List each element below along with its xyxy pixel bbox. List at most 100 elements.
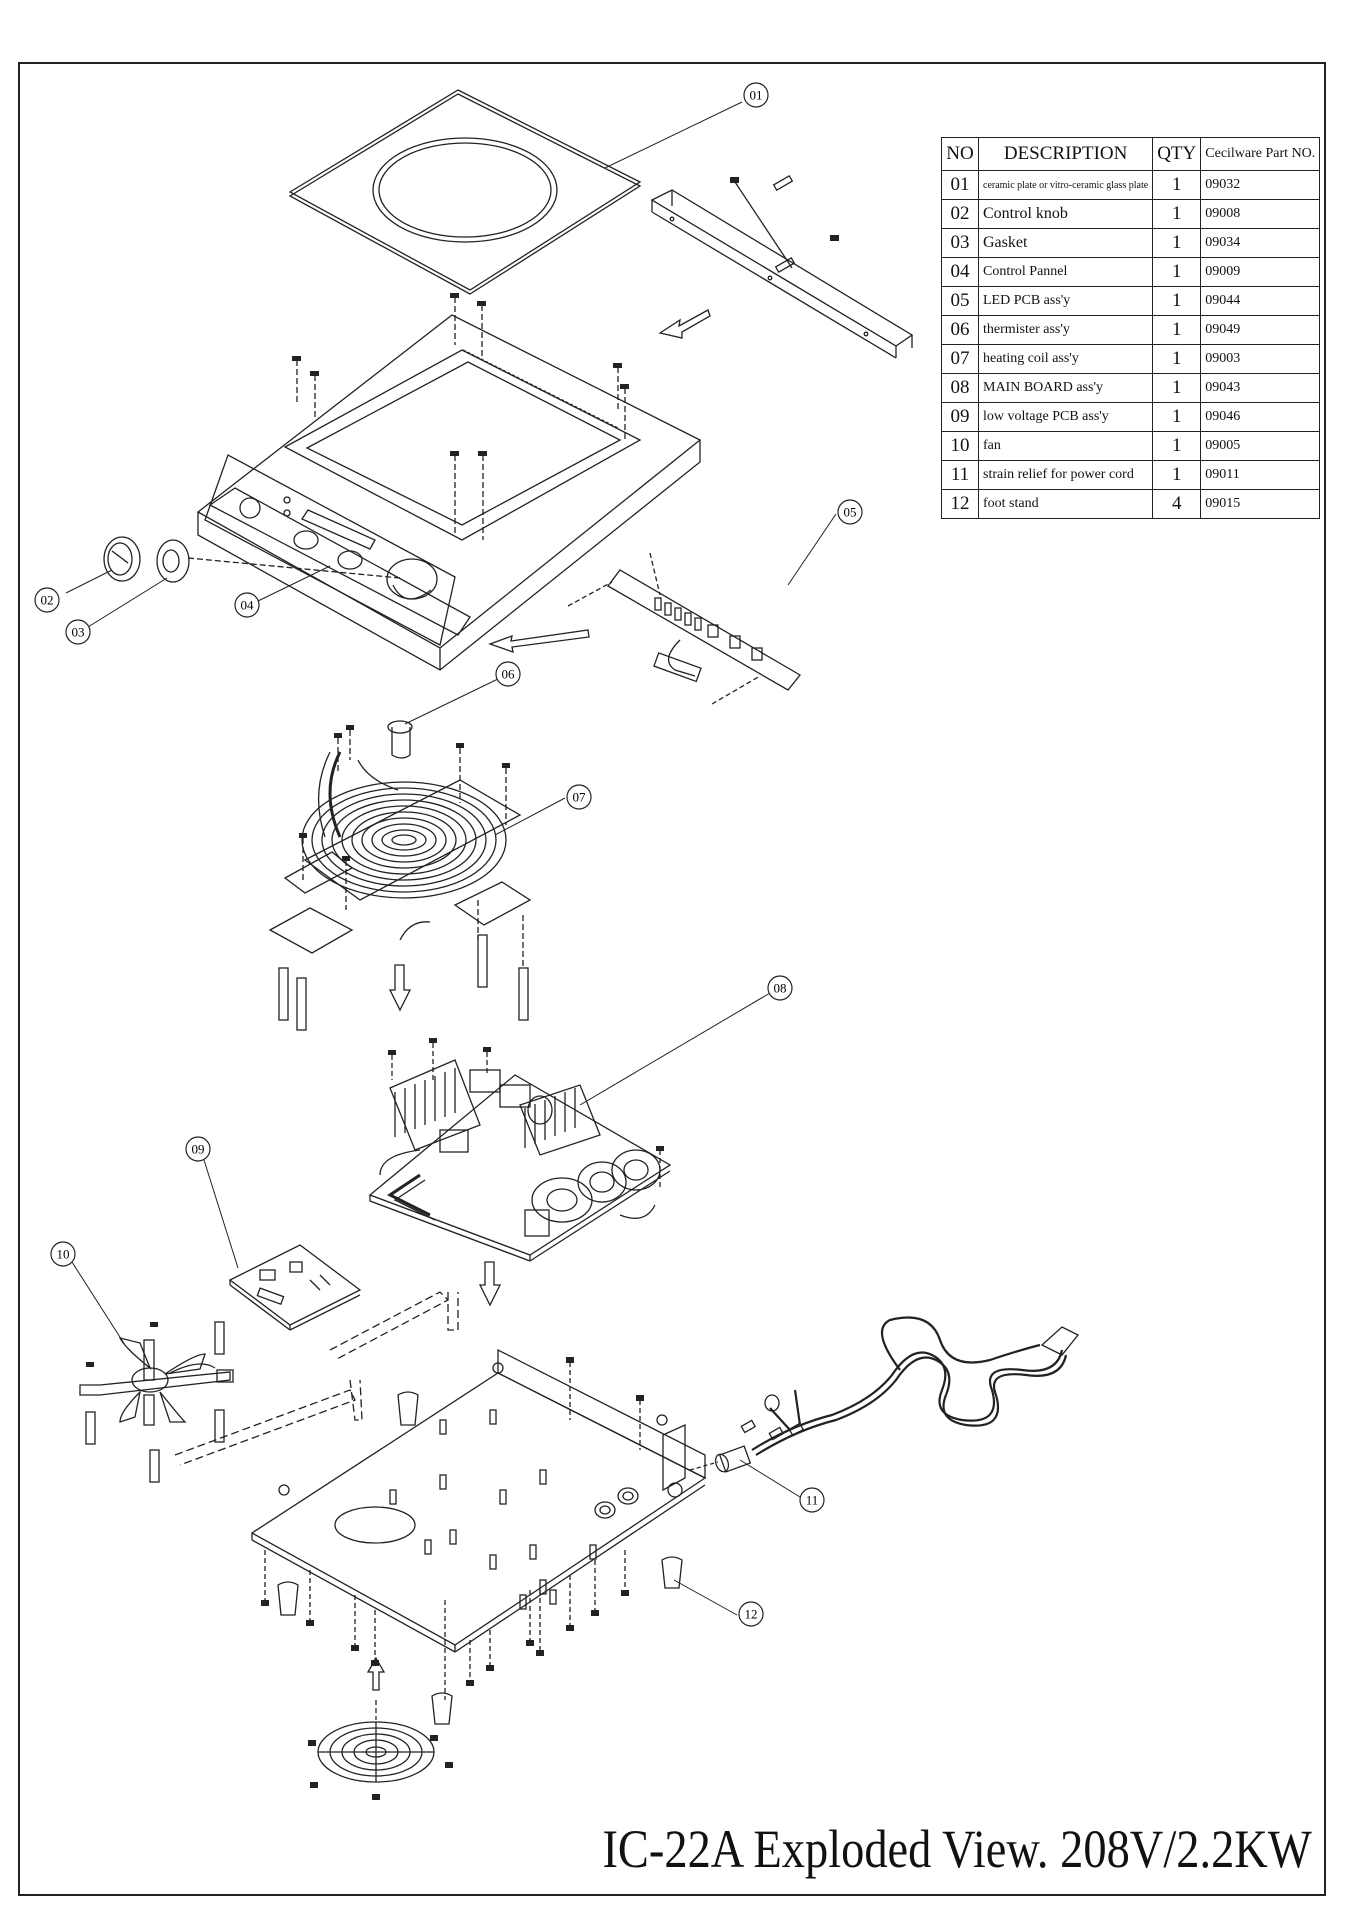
row-no: 03: [941, 228, 979, 258]
row-qty: 1: [1152, 373, 1202, 403]
row-qty: 1: [1152, 228, 1202, 258]
callout-10: 10: [50, 1241, 76, 1267]
row-qty: 1: [1152, 315, 1202, 345]
dashed-routing: [174, 1291, 459, 1466]
base-plate: [250, 1348, 707, 1653]
svg-text:02: 02: [41, 593, 54, 608]
row-part: 09011: [1200, 460, 1321, 490]
row-description: fan: [977, 431, 1154, 461]
row-qty: 1: [1152, 199, 1202, 229]
row-no: 02: [941, 199, 979, 229]
svg-text:05: 05: [844, 505, 857, 520]
callout-02: 02: [34, 587, 60, 613]
row-part: 09032: [1200, 170, 1321, 200]
assembly-arrow: [488, 309, 711, 653]
cord-connectors: [740, 1394, 805, 1441]
row-qty: 1: [1152, 460, 1202, 490]
row-part: 09034: [1200, 228, 1321, 258]
callout-04: 04: [234, 592, 260, 618]
callout-03: 03: [65, 619, 91, 645]
row-no: 10: [941, 431, 979, 461]
strain-relief: [689, 1445, 752, 1473]
row-description: Gasket: [977, 228, 1154, 258]
row-description: MAIN BOARD ass'y: [977, 373, 1154, 403]
callout-balloons: 01 02 03 04 05 06 07 08 09 10 11 12: [34, 82, 863, 1627]
gasket: [156, 539, 190, 583]
row-no: 06: [941, 315, 979, 345]
callout-06: 06: [495, 661, 521, 687]
led-pcb: [567, 552, 801, 705]
low-voltage-pcb: [228, 1244, 362, 1331]
row-no: 07: [941, 344, 979, 374]
row-part: 09046: [1200, 402, 1321, 432]
row-description: ceramic plate or vitro-ceramic glass pla…: [977, 170, 1154, 200]
power-cord: [751, 1316, 1080, 1456]
row-no: 12: [941, 489, 979, 519]
row-part: 09049: [1200, 315, 1321, 345]
row-qty: 1: [1152, 170, 1202, 200]
base-screws: [264, 1362, 641, 1700]
callout-08: 08: [767, 975, 793, 1001]
svg-text:03: 03: [72, 625, 85, 640]
row-description: LED PCB ass'y: [977, 286, 1154, 316]
down-arrow: [478, 1261, 502, 1307]
callout-07: 07: [566, 784, 592, 810]
top-screws: [296, 297, 626, 540]
drawing-title: IC-22A Exploded View. 208V/2.2KW: [602, 1819, 1312, 1879]
row-part: 09015: [1200, 489, 1321, 519]
svg-text:06: 06: [502, 667, 516, 682]
parts-table-header-row: NO DESCRIPTION QTY Cecilware Part NO.: [941, 137, 1321, 171]
callout-01: 01: [743, 82, 769, 108]
ceramic-plate: [288, 89, 642, 295]
coil-screws: [302, 730, 524, 968]
svg-text:10: 10: [57, 1247, 70, 1262]
header-qty: QTY: [1152, 137, 1202, 171]
svg-text:12: 12: [745, 1607, 758, 1622]
fan: [79, 1337, 234, 1426]
row-description: thermister ass'y: [977, 315, 1154, 345]
coil-standoffs: [278, 934, 529, 1031]
callout-09: 09: [185, 1136, 211, 1162]
row-description: strain relief for power cord: [977, 460, 1154, 490]
fan-grill: [317, 1656, 435, 1783]
base-feet: [277, 1362, 683, 1725]
callout-12: 12: [738, 1601, 764, 1627]
row-no: 05: [941, 286, 979, 316]
callout-05: 05: [837, 499, 863, 525]
header-description: DESCRIPTION: [977, 137, 1154, 171]
row-qty: 4: [1152, 489, 1202, 519]
header-part-number: Cecilware Part NO.: [1200, 137, 1321, 171]
svg-text:04: 04: [241, 598, 255, 613]
row-no: 04: [941, 257, 979, 287]
parts-list-table: NO DESCRIPTION QTY Cecilware Part NO. 01…: [941, 137, 1321, 519]
row-part: 09005: [1200, 431, 1321, 461]
row-description: foot stand: [977, 489, 1154, 519]
row-qty: 1: [1152, 286, 1202, 316]
row-no: 11: [941, 460, 979, 490]
drawing-frame: [18, 62, 1326, 1896]
row-qty: 1: [1152, 257, 1202, 287]
row-no: 09: [941, 402, 979, 432]
row-description: Control knob: [977, 199, 1154, 229]
svg-text:01: 01: [750, 88, 763, 103]
row-part: 09008: [1200, 199, 1321, 229]
row-qty: 1: [1152, 344, 1202, 374]
row-part: 09043: [1200, 373, 1321, 403]
fan-standoffs: [85, 1321, 225, 1483]
down-arrow: [388, 964, 412, 1012]
svg-text:09: 09: [192, 1142, 205, 1157]
callout-11: 11: [799, 1487, 825, 1513]
svg-text:11: 11: [806, 1493, 819, 1508]
header-no: NO: [941, 137, 979, 171]
